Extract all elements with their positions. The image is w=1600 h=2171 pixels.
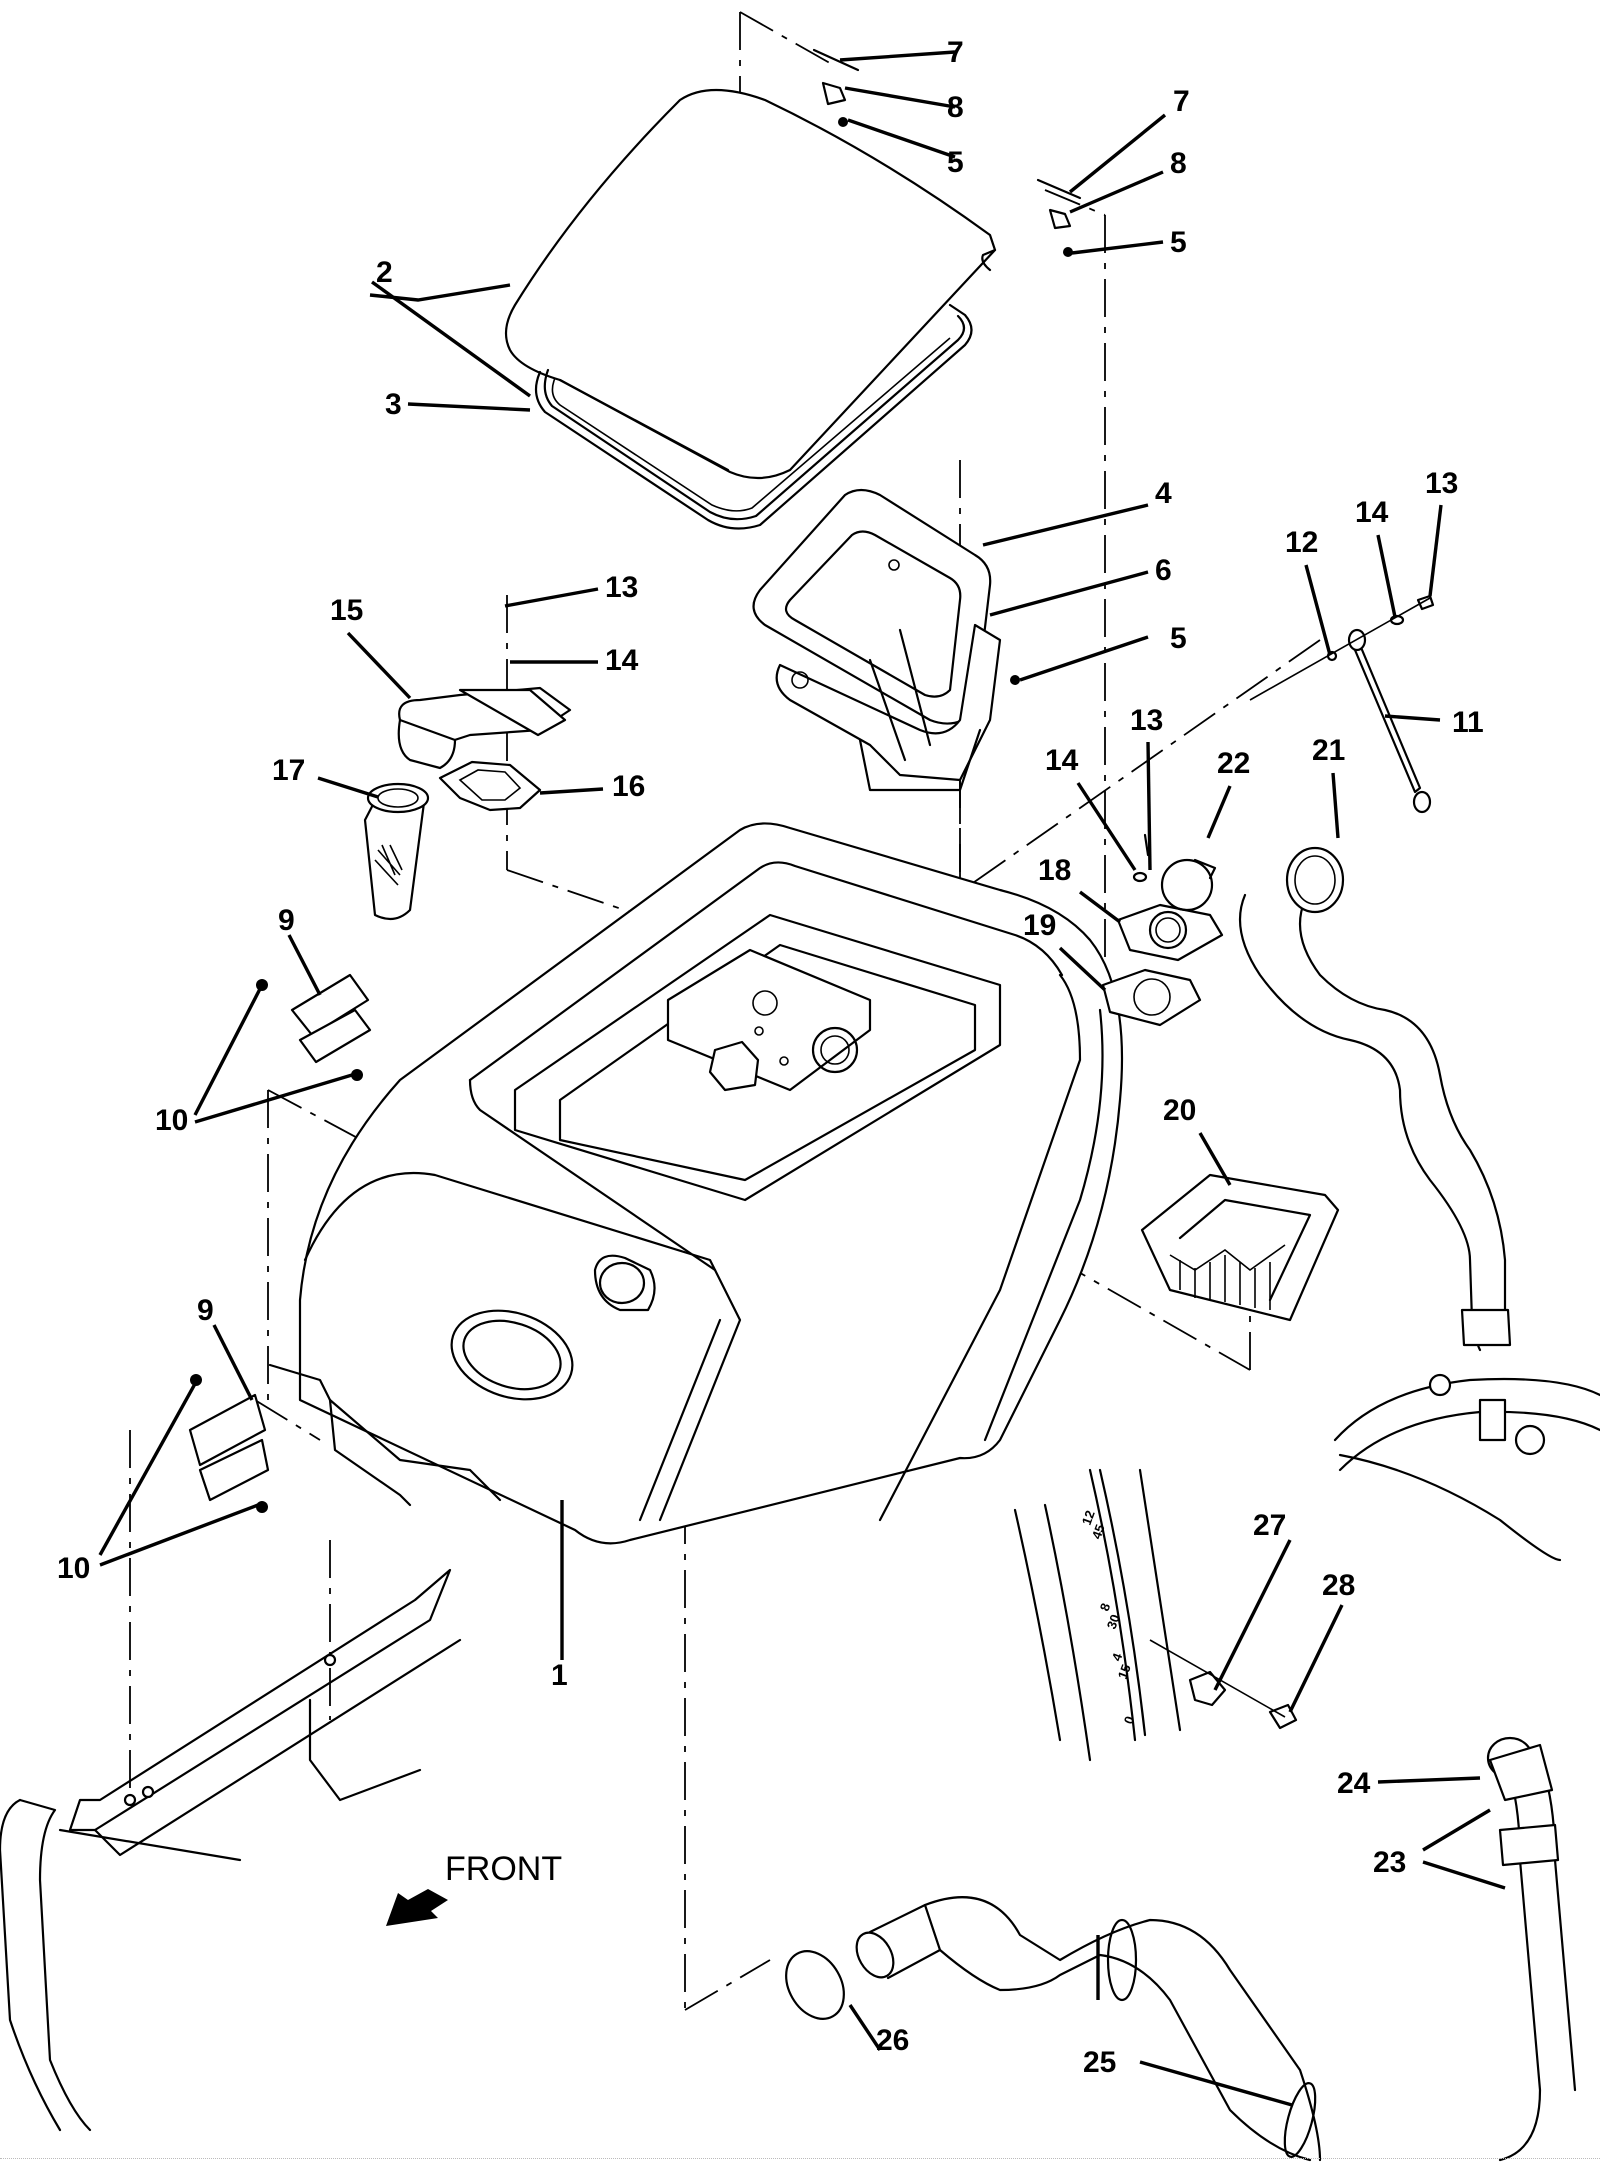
gauge-mark-12: 12	[1079, 1508, 1098, 1527]
callout-5: 5	[1170, 622, 1187, 655]
callout-17: 17	[272, 754, 305, 787]
gauge-mark-8: 8	[1097, 1601, 1114, 1613]
gauge-mark-30: 30	[1104, 1612, 1123, 1631]
part-tank-body	[268, 822, 1124, 1545]
callout-13: 13	[1130, 704, 1163, 737]
part-strainer-basket	[1140, 1173, 1340, 1322]
part-hinge-upper	[256, 973, 372, 1081]
part-filter-screen	[363, 782, 430, 921]
callout-9: 9	[278, 904, 295, 937]
callout-10: 10	[155, 1104, 188, 1137]
callout-8: 8	[947, 91, 964, 124]
callout-28: 28	[1322, 1569, 1355, 1602]
callout-14: 14	[1355, 496, 1389, 529]
callout-8: 8	[1170, 147, 1187, 180]
callout-27: 27	[1253, 1509, 1286, 1542]
part-gasket	[534, 303, 973, 530]
callout-11: 11	[1452, 706, 1484, 739]
callout-4: 4	[1155, 477, 1172, 510]
front-direction-indicator: FRONT	[386, 1850, 562, 1926]
callout-10: 10	[57, 1552, 90, 1585]
callout-22: 22	[1217, 747, 1250, 780]
part-filter-elbow	[397, 686, 572, 770]
callout-13: 13	[1425, 467, 1458, 500]
callout-7: 7	[947, 36, 964, 69]
callout-9: 9	[197, 1294, 214, 1327]
callout-26: 26	[876, 2024, 909, 2057]
callout-labels: 1 2 3 4 5 5 5 6 7 7 8 8 9 9 10 10 11 12 …	[57, 36, 1484, 2079]
front-arrow-icon	[386, 1889, 448, 1926]
page-bottom-rule	[0, 2158, 1600, 2160]
callout-23: 23	[1373, 1846, 1406, 1879]
callout-13: 13	[605, 571, 638, 604]
callout-19: 19	[1023, 909, 1056, 942]
part-upper-hose	[1238, 846, 1512, 1352]
callout-15: 15	[330, 594, 363, 627]
callout-1: 1	[551, 1659, 568, 1692]
callout-16: 16	[612, 770, 645, 803]
part-housing	[775, 623, 1002, 792]
callout-24: 24	[1337, 1767, 1371, 1800]
callout-20: 20	[1163, 1094, 1196, 1127]
part-ground-strap	[1249, 594, 1435, 814]
leader-lines	[98, 50, 1506, 2107]
front-label: FRONT	[445, 1850, 562, 1888]
part-filter-gasket	[438, 760, 542, 812]
gauge-mark-0: 0	[1121, 1714, 1138, 1726]
gauge-mark-45: 45	[1089, 1522, 1108, 1541]
part-recovery-tank-section	[1333, 1373, 1600, 1562]
callout-3: 3	[385, 388, 402, 421]
callout-12: 12	[1285, 526, 1318, 559]
part-lid	[504, 88, 997, 480]
part-latch-pins	[812, 48, 1082, 685]
callout-5: 5	[1170, 226, 1187, 259]
callout-6: 6	[1155, 554, 1172, 587]
callout-2: 2	[376, 256, 393, 289]
callout-5: 5	[947, 146, 964, 179]
callout-21: 21	[1312, 734, 1345, 767]
gauge-mark-15: 15	[1115, 1662, 1134, 1681]
callout-18: 18	[1038, 854, 1071, 887]
part-gauge-strip: 12 45 8 30 4 15 0	[1013, 1468, 1298, 1762]
part-hinge-lower	[188, 1374, 270, 1513]
callout-14: 14	[605, 644, 639, 677]
part-fitting	[1101, 833, 1224, 1027]
callout-7: 7	[1173, 85, 1190, 118]
callout-14: 14	[1045, 744, 1079, 777]
callout-25: 25	[1083, 2046, 1116, 2079]
part-frame-bracket	[0, 1568, 462, 2132]
part-frame-flange	[752, 488, 992, 725]
part-lower-hose	[785, 1736, 1577, 2162]
